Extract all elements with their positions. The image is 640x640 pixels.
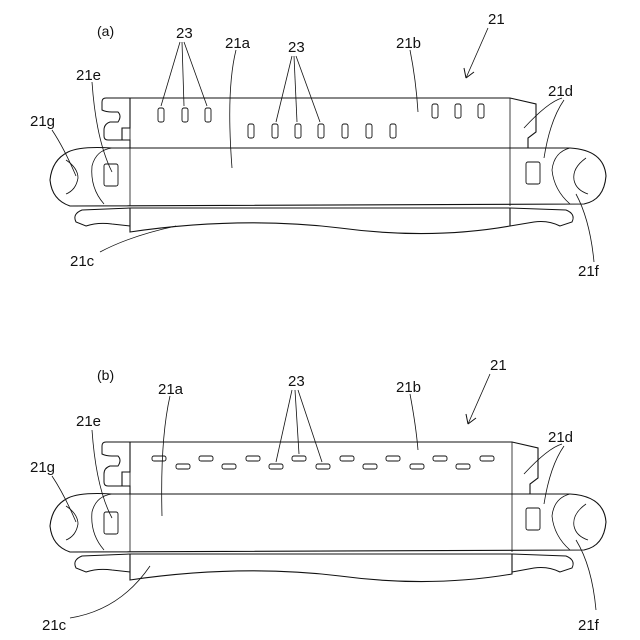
label-21e-b: 21e	[76, 413, 101, 430]
label-23-b: 23	[288, 373, 305, 390]
front-panel-a	[50, 148, 606, 207]
label-21c-b: 21c	[42, 617, 67, 634]
label-21d-b: 21d	[548, 429, 573, 446]
label-21f-b: 21f	[578, 617, 600, 634]
label-21e-a: 21e	[76, 67, 101, 84]
figure-a: (a)	[30, 11, 606, 280]
lower-panel-a	[75, 208, 573, 234]
front-panel-b	[50, 494, 606, 553]
label-21b-b: 21b	[396, 379, 421, 396]
label-21g-a: 21g	[30, 113, 55, 130]
figure-b-caption: (b)	[97, 367, 114, 383]
label-21b-a: 21b	[396, 35, 421, 52]
label-21a-a: 21a	[225, 35, 251, 52]
figure-b: (b)	[30, 357, 606, 634]
label-21d-a: 21d	[548, 83, 573, 100]
lower-panel-b	[75, 554, 573, 582]
label-21a-b: 21a	[158, 381, 184, 398]
label-23-a-middle: 23	[288, 39, 305, 56]
label-21-a: 21	[488, 11, 505, 28]
label-21g-b: 21g	[30, 459, 55, 476]
label-23-a-left: 23	[176, 25, 193, 42]
label-21-b: 21	[490, 357, 507, 374]
figure-a-caption: (a)	[97, 23, 114, 39]
label-21f-a: 21f	[578, 263, 600, 280]
label-21c-a: 21c	[70, 253, 95, 270]
